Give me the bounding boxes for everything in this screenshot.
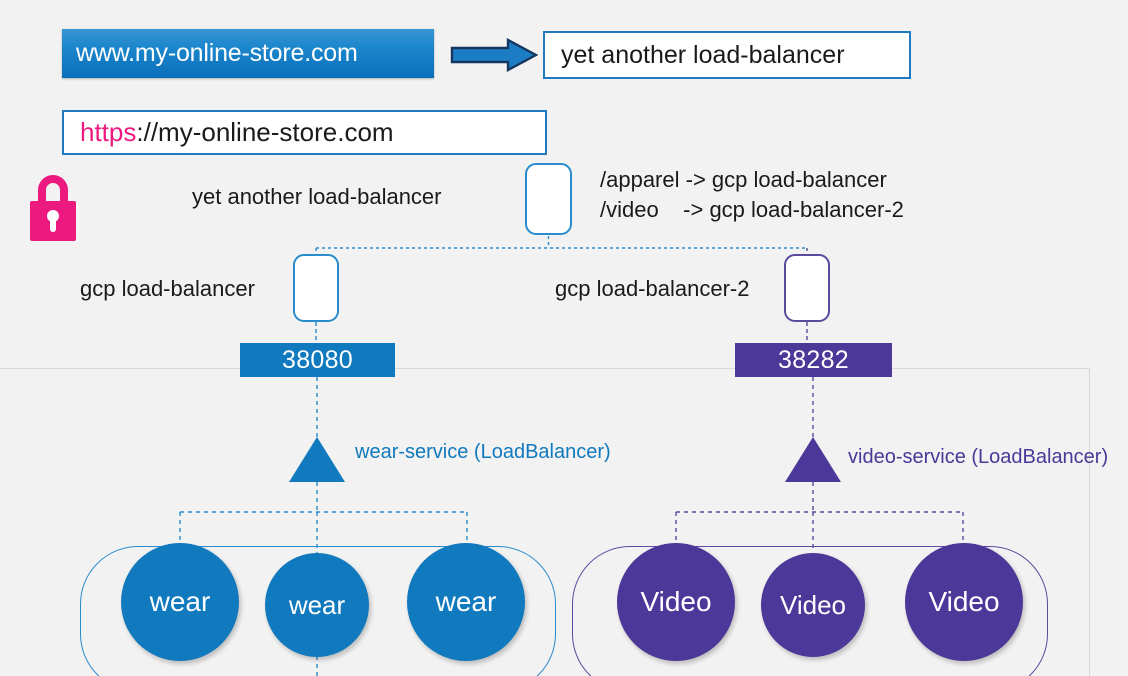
wear-service-label: wear-service (LoadBalancer) [355,441,611,463]
node-port-badge-38080: 38080 [240,343,395,377]
pod-wear-1[interactable]: wear [121,543,239,661]
gcp-load-balancer-2-node[interactable] [784,254,830,322]
pod-label: Video [779,589,847,620]
video-service-label: video-service (LoadBalancer) [848,446,1109,468]
pod-video-2[interactable]: Video [761,553,865,657]
gcp-load-balancer-1-label: gcp load-balancer [80,276,255,301]
url-bar-text: www.my-online-store.com [76,39,358,67]
right-arrow-icon [450,38,538,72]
gcp-load-balancer-1-node[interactable] [293,254,339,322]
ingress-label: yet another load-balancer [192,184,442,209]
node-port-value: 38282 [777,345,850,374]
browser-url-bar[interactable]: www.my-online-store.com [62,29,434,78]
url-host: ://my-online-store.com [136,117,394,147]
pod-label: wear [149,586,211,617]
pod-label: Video [640,586,712,617]
ingress-node[interactable] [525,163,572,235]
top-load-balancer-box: yet another load-balancer [543,31,911,79]
pod-wear-3[interactable]: wear [407,543,525,661]
top-load-balancer-label: yet another load-balancer [561,40,845,69]
pod-label: wear [435,586,497,617]
padlock-icon [30,175,76,241]
triangle-service-icon [785,437,841,482]
pod-video-3[interactable]: Video [905,543,1023,661]
triangle-service-icon [289,437,345,482]
pod-video-1[interactable]: Video [617,543,735,661]
pod-label: Video [928,586,1000,617]
wear-pod-group [80,546,556,676]
https-address-box[interactable]: https://my-online-store.com [62,110,547,155]
cluster-panel [0,368,1090,676]
url-scheme: https [80,117,137,147]
node-port-badge-38282: 38282 [735,343,892,377]
gcp-load-balancer-2-label: gcp load-balancer-2 [555,276,750,301]
pod-wear-2[interactable]: wear [265,553,369,657]
video-pod-group [572,546,1048,676]
node-port-value: 38080 [281,345,354,374]
ingress-rules: /apparel -> gcp load-balancer /video -> … [600,167,904,222]
pod-label: wear [288,589,346,620]
